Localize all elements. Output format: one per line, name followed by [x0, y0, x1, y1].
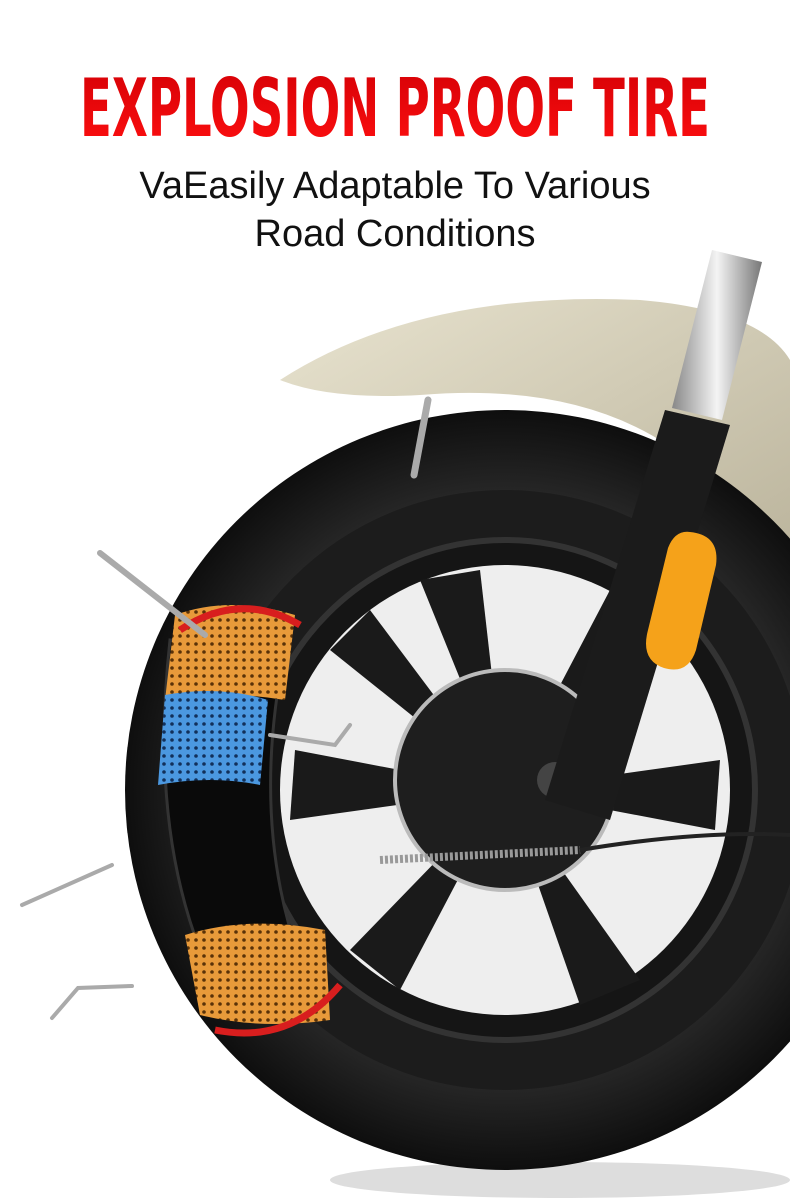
headline: EXPLOSION PROOF TIRE: [0, 66, 790, 148]
fork-leg: [545, 410, 730, 820]
nail-icon: [97, 550, 208, 638]
nail-icon: [410, 396, 432, 479]
brake-spring: [379, 846, 581, 864]
subtitle: VaEasily Adaptable To Various Road Condi…: [0, 162, 790, 258]
fender: [280, 299, 790, 590]
nail-icon: [268, 723, 352, 748]
fork-chrome: [672, 250, 762, 420]
wheel-illustration: [20, 250, 790, 1198]
ground-shadow: [330, 1162, 790, 1198]
subtitle-line-1: VaEasily Adaptable To Various: [139, 165, 651, 207]
nail-icon: [20, 863, 114, 907]
arrow-bottom: [214, 982, 343, 1037]
brake-cable: [579, 832, 790, 852]
nails: [20, 396, 432, 1020]
orange-layer-bottom: [185, 923, 330, 1024]
subtitle-line-2: Road Conditions: [254, 213, 536, 255]
nail-icon: [50, 984, 134, 1020]
page-title: EXPLOSION PROOF TIRE: [80, 66, 710, 148]
headline-svg: EXPLOSION PROOF TIRE: [80, 66, 710, 148]
blue-layer: [158, 691, 268, 785]
reflector: [646, 531, 717, 670]
